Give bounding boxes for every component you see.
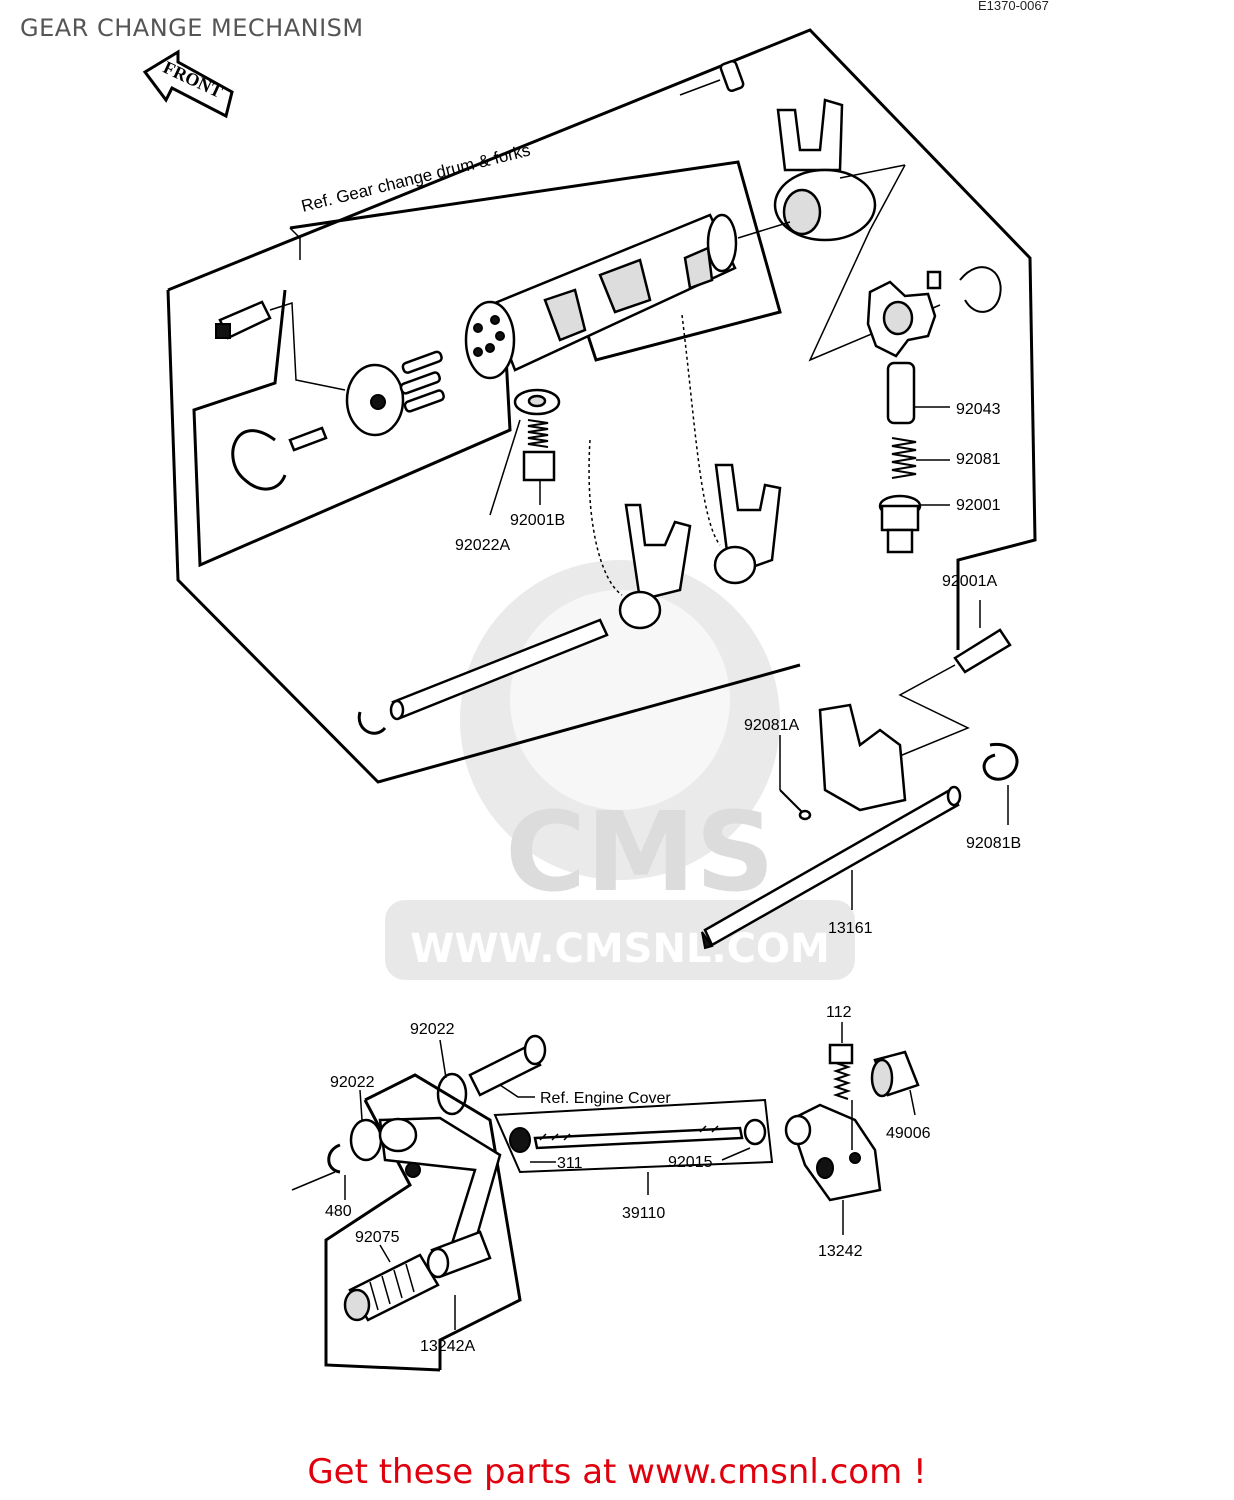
callout-92015: 92015	[668, 1154, 713, 1171]
neutral-switch-icon	[215, 300, 346, 391]
cms-watermark: CMS WWW.CMSNL.COM	[385, 560, 855, 980]
shift-pedal-icon	[378, 1116, 502, 1262]
spring-92081-icon	[891, 437, 950, 479]
callout-92075: 92075	[355, 1229, 400, 1246]
diagram-code: E1370-0067	[978, 0, 1049, 13]
callout-13242: 13242	[818, 1243, 863, 1260]
tie-rod-frame	[493, 1098, 774, 1174]
callout-92022-top: 92022	[410, 1021, 455, 1038]
callout-92001: 92001	[956, 497, 1001, 514]
tie-rod-icon	[509, 1118, 767, 1195]
ref-bracket	[289, 227, 301, 260]
washer-92022-top-icon	[436, 1039, 468, 1116]
star-cam-icon	[866, 266, 1002, 358]
bolt-92001-icon	[878, 494, 950, 554]
pedal-frame	[364, 1073, 522, 1370]
drum-pins-icon	[399, 350, 445, 413]
callout-92081: 92081	[956, 451, 1001, 468]
callout-92001a: 92001A	[942, 573, 997, 590]
callout-480: 480	[325, 1203, 352, 1220]
callout-92081a: 92081A	[744, 717, 799, 734]
bolt-92001b-icon	[522, 419, 556, 505]
gear-change-drum-icon	[464, 213, 791, 380]
bolt-92001a-icon	[889, 600, 1012, 761]
pin-92081a-icon	[779, 735, 812, 821]
circlip-icon	[231, 429, 287, 491]
watermark-logo: CMS	[505, 788, 774, 916]
callout-92043: 92043	[956, 401, 1001, 418]
fork-shaft-icon	[357, 618, 609, 735]
shift-fork-right-icon	[681, 314, 782, 585]
callout-92001b: 92001B	[510, 512, 565, 529]
ref-drum-forks-label: Ref. Gear change drum & forks	[299, 141, 532, 216]
leader-92022a	[489, 419, 521, 516]
callout-92022-left: 92022	[330, 1074, 375, 1091]
pivot-bolt-icon	[468, 1034, 547, 1098]
bolt-112-icon	[828, 1022, 854, 1150]
drum-plate-icon	[345, 363, 405, 437]
callout-92081b: 92081B	[966, 835, 1021, 852]
circlip-480-icon	[291, 1143, 346, 1200]
pedal-rubber-icon	[343, 1244, 440, 1322]
front-arrow-icon: FRONT	[142, 49, 234, 119]
callout-92022a: 92022A	[455, 537, 510, 554]
callout-311: 311	[557, 1155, 583, 1172]
callout-13242a: 13242A	[420, 1338, 475, 1355]
page-title: GEAR CHANGE MECHANISM	[20, 14, 364, 42]
shift-lever-clamp-icon	[784, 1103, 882, 1235]
callout-49006: 49006	[886, 1125, 931, 1142]
frame-outline-lower	[166, 289, 801, 784]
ref-engine-cover-label: Ref. Engine Cover	[540, 1090, 671, 1107]
watermark-url: WWW.CMSNL.COM	[410, 926, 830, 972]
cta-link[interactable]: Get these parts at www.cmsnl.com !	[307, 1452, 927, 1492]
frame-outline	[167, 28, 1037, 650]
spring-92081b-icon	[982, 742, 1019, 825]
cap-49006-icon	[870, 1050, 920, 1116]
callout-39110: 39110	[622, 1205, 665, 1222]
screw-icon	[288, 426, 328, 452]
shift-fork-left-icon	[588, 439, 692, 630]
pedal-peg-icon	[426, 1230, 492, 1330]
callout-112: 112	[826, 1004, 852, 1021]
pin-92043-icon	[886, 361, 950, 425]
pin-icon	[679, 59, 745, 96]
washer-92022a-icon	[513, 388, 561, 416]
callout-13161: 13161	[828, 920, 873, 937]
shift-shaft-icon	[701, 703, 962, 950]
